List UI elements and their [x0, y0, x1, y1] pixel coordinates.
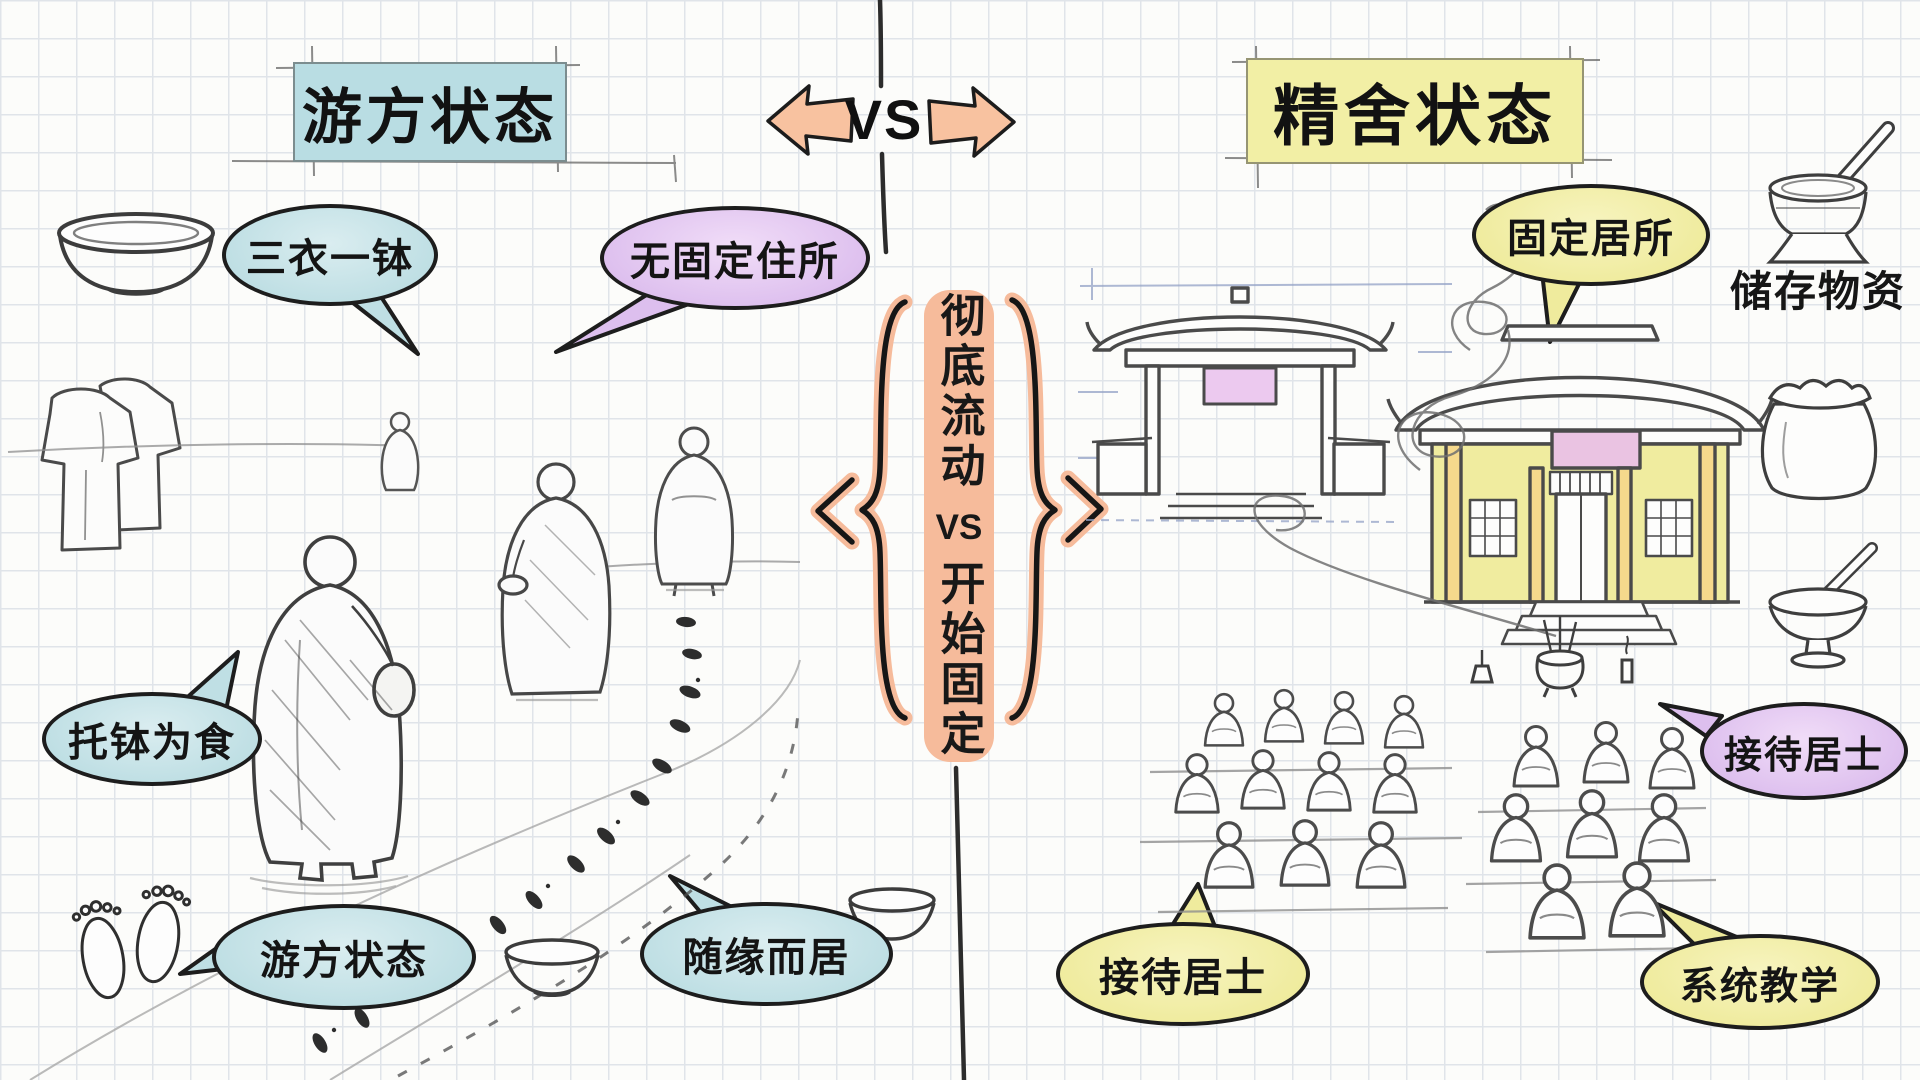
- bubble-dwell-by-conditions: 随缘而居: [640, 902, 893, 1006]
- banner-bottom-text: 开始固定: [933, 560, 985, 760]
- walking-monk-sketch: [251, 535, 416, 882]
- alms-monk-sketch: [497, 462, 612, 696]
- bubble-three-robes-one-bowl: 三衣一钵: [222, 204, 438, 306]
- bubble-receive-laity-bottom-label: 接待居士: [1099, 956, 1267, 1000]
- bubble-wandering-state-label: 游方状态: [260, 939, 428, 983]
- vs-label: VS: [842, 84, 926, 154]
- bubble-fixed-residence: 固定居所: [1472, 184, 1710, 286]
- path-bowl-left-sketch: [504, 938, 600, 998]
- incense-burner-sketch: [1470, 616, 1634, 698]
- divider-line: [877, 0, 967, 1080]
- bubble-no-fixed-residence-label: 无固定住所: [630, 240, 840, 284]
- alms-bowl-sketch: [57, 212, 215, 296]
- bubble-fixed-residence-label: 固定居所: [1507, 217, 1675, 261]
- bubble-receive-laity-right: 接待居士: [1700, 702, 1908, 800]
- bare-footprints-sketch: [71, 884, 192, 1000]
- storage-supplies-label: 储存物资: [1729, 268, 1906, 315]
- banner-top-text: 彻底流动: [933, 292, 985, 492]
- bubble-receive-laity-bottom: 接待居士: [1056, 922, 1310, 1026]
- center-braces: [810, 292, 1109, 726]
- left-title-label: 游方状态: [302, 83, 558, 151]
- bubble-systematic-teaching: 系统教学: [1640, 934, 1880, 1030]
- path-sketch: [29, 659, 801, 1080]
- hanging-robes-sketch: [40, 377, 182, 552]
- vs-left-arrow-icon: [766, 84, 855, 156]
- construction-guides: [1078, 268, 1453, 523]
- storage-jar-sketch: [1760, 378, 1878, 501]
- bubble-alms-food-label: 托钵为食: [68, 721, 236, 765]
- right-title: 精舍状态: [1246, 58, 1584, 164]
- bubble-no-fixed-residence: 无固定住所: [600, 206, 870, 310]
- right-title-label: 精舍状态: [1273, 79, 1557, 153]
- bubble-systematic-teaching-label: 系统教学: [1679, 965, 1840, 1008]
- vs-text: VS: [844, 87, 924, 151]
- left-title: 游方状态: [293, 62, 567, 162]
- far-monk-sketch: [653, 426, 735, 597]
- seated-monks-left-group: [1174, 688, 1425, 889]
- bubble-dwell-by-conditions-label: 随缘而居: [682, 936, 851, 980]
- offering-bowl-sketch: [1768, 542, 1878, 669]
- temple-gate-sketch: [1085, 286, 1395, 520]
- banner-vs-text: VS: [935, 508, 983, 547]
- bubble-three-robes-one-bowl-label: 三衣一钵: [246, 237, 414, 281]
- bubble-wandering-state: 游方状态: [212, 904, 476, 1010]
- bubble-receive-laity-right-label: 接待居士: [1723, 734, 1884, 777]
- vs-right-arrow-icon: [927, 86, 1016, 158]
- monastery-hall-sketch: [1386, 324, 1774, 646]
- distant-monk-sketch: [380, 411, 420, 492]
- ground-shadows: [249, 588, 724, 895]
- mortar-pestle-sketch: [1766, 121, 1895, 264]
- center-banner: 彻底流动 VS 开始固定: [924, 290, 994, 762]
- bubble-alms-food: 托钵为食: [42, 692, 262, 786]
